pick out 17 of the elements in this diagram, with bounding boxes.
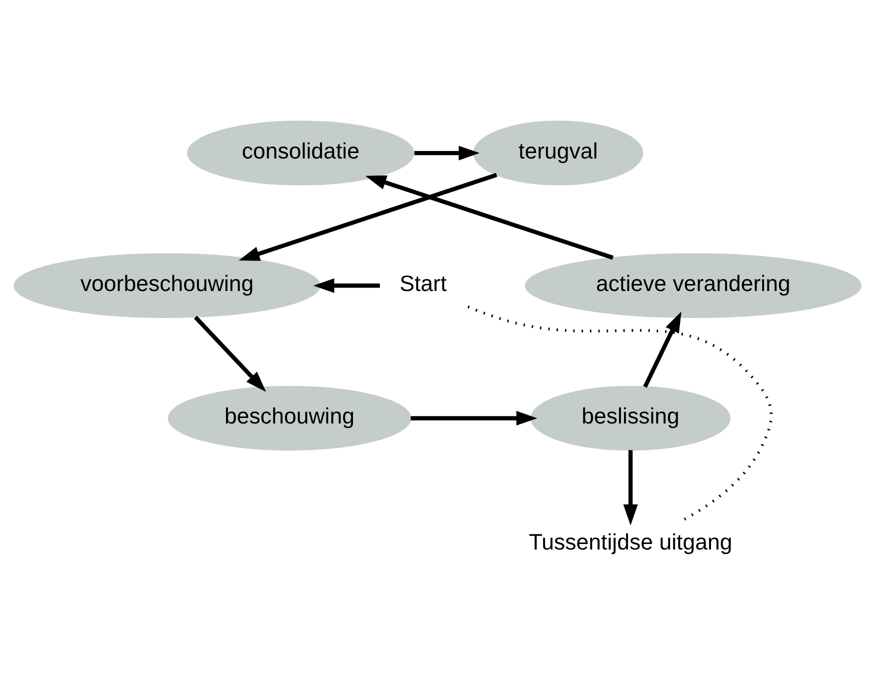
connector xyxy=(466,304,773,520)
arrow xyxy=(414,146,480,160)
node-ellipse: actieve verandering xyxy=(524,253,862,318)
arrow xyxy=(313,278,380,293)
node-text: Tussentijdse uitgang xyxy=(528,530,732,555)
arrow xyxy=(194,316,266,392)
node-text: Start xyxy=(400,270,447,296)
arrow xyxy=(410,410,538,426)
node-ellipse: beschouwing xyxy=(168,386,412,451)
node-ellipse: beslissing xyxy=(530,386,731,451)
arrow xyxy=(365,175,614,260)
node-ellipse: consolidatie xyxy=(187,120,414,186)
arrow xyxy=(623,450,638,526)
arrow xyxy=(643,311,682,388)
node-ellipse: voorbeschouwing xyxy=(14,253,320,318)
node-ellipse: terugval xyxy=(473,120,644,186)
arrow xyxy=(238,172,498,261)
